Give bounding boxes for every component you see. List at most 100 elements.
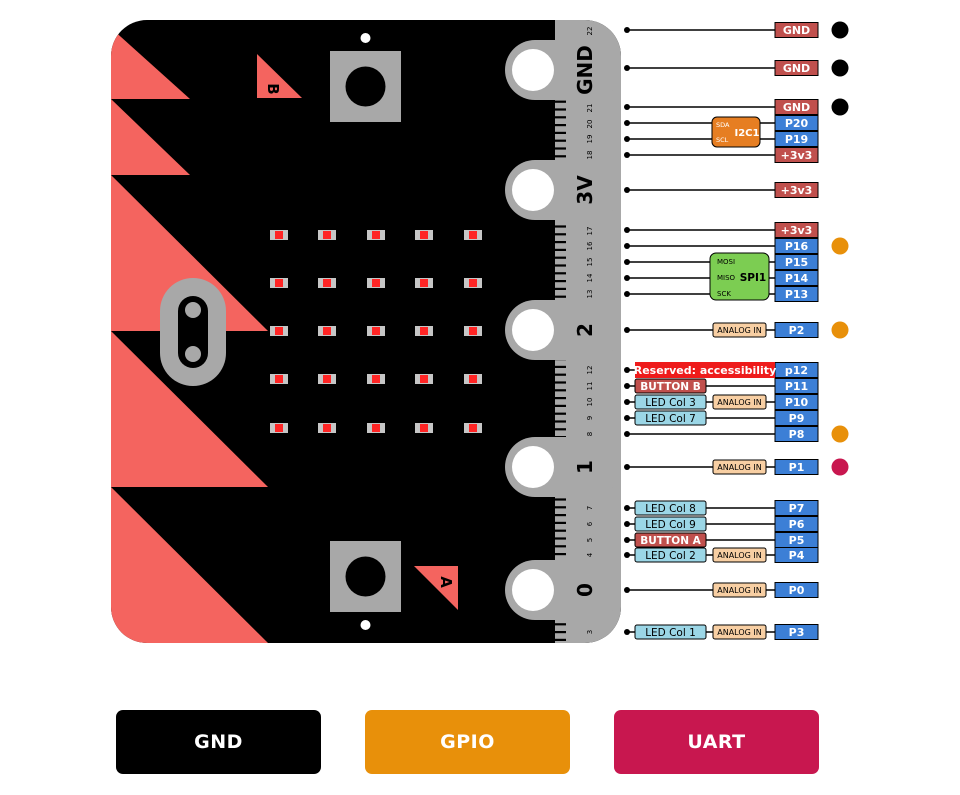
pin-row-p20: P20 bbox=[624, 115, 819, 131]
pin-label: P15 bbox=[785, 256, 808, 269]
pin-function-dot bbox=[831, 458, 849, 476]
edge-finger bbox=[555, 631, 566, 634]
pin-label: GND bbox=[783, 24, 810, 37]
pin-label-box bbox=[774, 547, 819, 563]
pin-label: P4 bbox=[789, 549, 805, 562]
pin-label: P16 bbox=[785, 240, 809, 253]
analog-box bbox=[712, 582, 767, 598]
spi-box bbox=[709, 252, 770, 301]
led bbox=[367, 278, 385, 288]
pin-function-dot bbox=[831, 321, 849, 339]
pin-label: P14 bbox=[785, 272, 809, 285]
spi-role: MISO bbox=[717, 274, 736, 282]
button-a[interactable] bbox=[330, 541, 401, 630]
edge-finger bbox=[555, 248, 566, 251]
analog-box bbox=[712, 459, 767, 475]
button-box bbox=[634, 378, 707, 394]
pin-row-p8: P8 bbox=[624, 425, 849, 443]
pin-label: P7 bbox=[789, 502, 805, 515]
pin-junction bbox=[624, 104, 630, 110]
pin-label-box bbox=[774, 99, 819, 115]
pin-label-box bbox=[774, 238, 819, 254]
edge-finger bbox=[555, 264, 566, 267]
led bbox=[318, 230, 336, 240]
pin-junction bbox=[624, 505, 630, 511]
button-b[interactable] bbox=[330, 33, 401, 122]
edge-finger bbox=[555, 287, 566, 290]
edge-pin-number: 11 bbox=[586, 382, 594, 391]
edge-pin-number: 9 bbox=[586, 416, 594, 420]
edge-finger bbox=[555, 623, 566, 626]
edge-finger bbox=[555, 139, 566, 142]
pin-label-box bbox=[774, 426, 819, 442]
analog-box bbox=[712, 547, 767, 563]
edge-finger bbox=[555, 155, 566, 158]
led bbox=[367, 326, 385, 336]
analog-label: ANALOG IN bbox=[717, 326, 762, 335]
edge-finger bbox=[555, 412, 566, 415]
pad-0: 0 bbox=[505, 560, 621, 620]
pad-label: 0 bbox=[573, 583, 597, 597]
button-box bbox=[634, 532, 707, 548]
edge-finger bbox=[555, 108, 566, 111]
pin-label: P0 bbox=[789, 584, 805, 597]
button-a-marker: A bbox=[414, 566, 458, 610]
pin-label-box bbox=[774, 254, 819, 270]
led-col-box bbox=[634, 547, 707, 563]
edge-finger bbox=[555, 638, 566, 641]
reserved-box bbox=[635, 362, 775, 378]
pin-junction bbox=[624, 120, 630, 126]
edge-finger bbox=[555, 116, 566, 119]
led-col-box bbox=[634, 410, 707, 426]
led-light bbox=[469, 375, 477, 383]
pin-function-dot bbox=[831, 98, 849, 116]
pin-label: GND bbox=[783, 62, 810, 75]
edge-finger bbox=[555, 280, 566, 283]
led bbox=[415, 230, 433, 240]
i2c-box bbox=[711, 116, 761, 148]
edge-finger bbox=[555, 506, 566, 509]
pin-label-box bbox=[774, 624, 819, 640]
edge-finger bbox=[555, 295, 566, 298]
edge-finger bbox=[555, 100, 566, 103]
pad-2: 2 bbox=[505, 300, 621, 360]
led-col-label: LED Col 1 bbox=[645, 627, 696, 639]
spi-label: SPI1 bbox=[740, 272, 766, 284]
pin-row-pwr-1: +3v3 bbox=[624, 147, 819, 163]
led bbox=[318, 423, 336, 433]
led-light bbox=[275, 424, 283, 432]
pad-label: GND bbox=[573, 45, 597, 95]
pin-label-box bbox=[774, 115, 819, 131]
led-light bbox=[323, 327, 331, 335]
pad-hole bbox=[512, 446, 554, 488]
button-label: BUTTON A bbox=[640, 535, 701, 547]
pin-label: P19 bbox=[785, 133, 808, 146]
led-light bbox=[372, 424, 380, 432]
edge-finger bbox=[555, 428, 566, 431]
edge-pin-number: 18 bbox=[586, 151, 594, 160]
pin-label-box bbox=[774, 22, 819, 38]
pin-row-pwr-3: +3v3 bbox=[624, 222, 819, 238]
pin-row-gnd-3: GND bbox=[624, 98, 849, 116]
edge-pin-number: 4 bbox=[586, 552, 594, 557]
pin-label: +3v3 bbox=[781, 184, 813, 197]
led bbox=[464, 374, 482, 384]
pin-labels: GNDGNDGNDP20P19+3v3+3v3+3v3P16P15P14P13P… bbox=[624, 21, 849, 640]
pin-junction bbox=[624, 367, 630, 373]
edge-finger bbox=[555, 124, 566, 127]
pin-label-box bbox=[774, 500, 819, 516]
edge-pin-number: 16 bbox=[586, 241, 594, 250]
pin-label-box bbox=[774, 516, 819, 532]
edge-finger bbox=[555, 272, 566, 275]
pin-junction bbox=[624, 587, 630, 593]
pad-label: 2 bbox=[573, 323, 597, 337]
edge-pin-number: 7 bbox=[586, 506, 594, 510]
